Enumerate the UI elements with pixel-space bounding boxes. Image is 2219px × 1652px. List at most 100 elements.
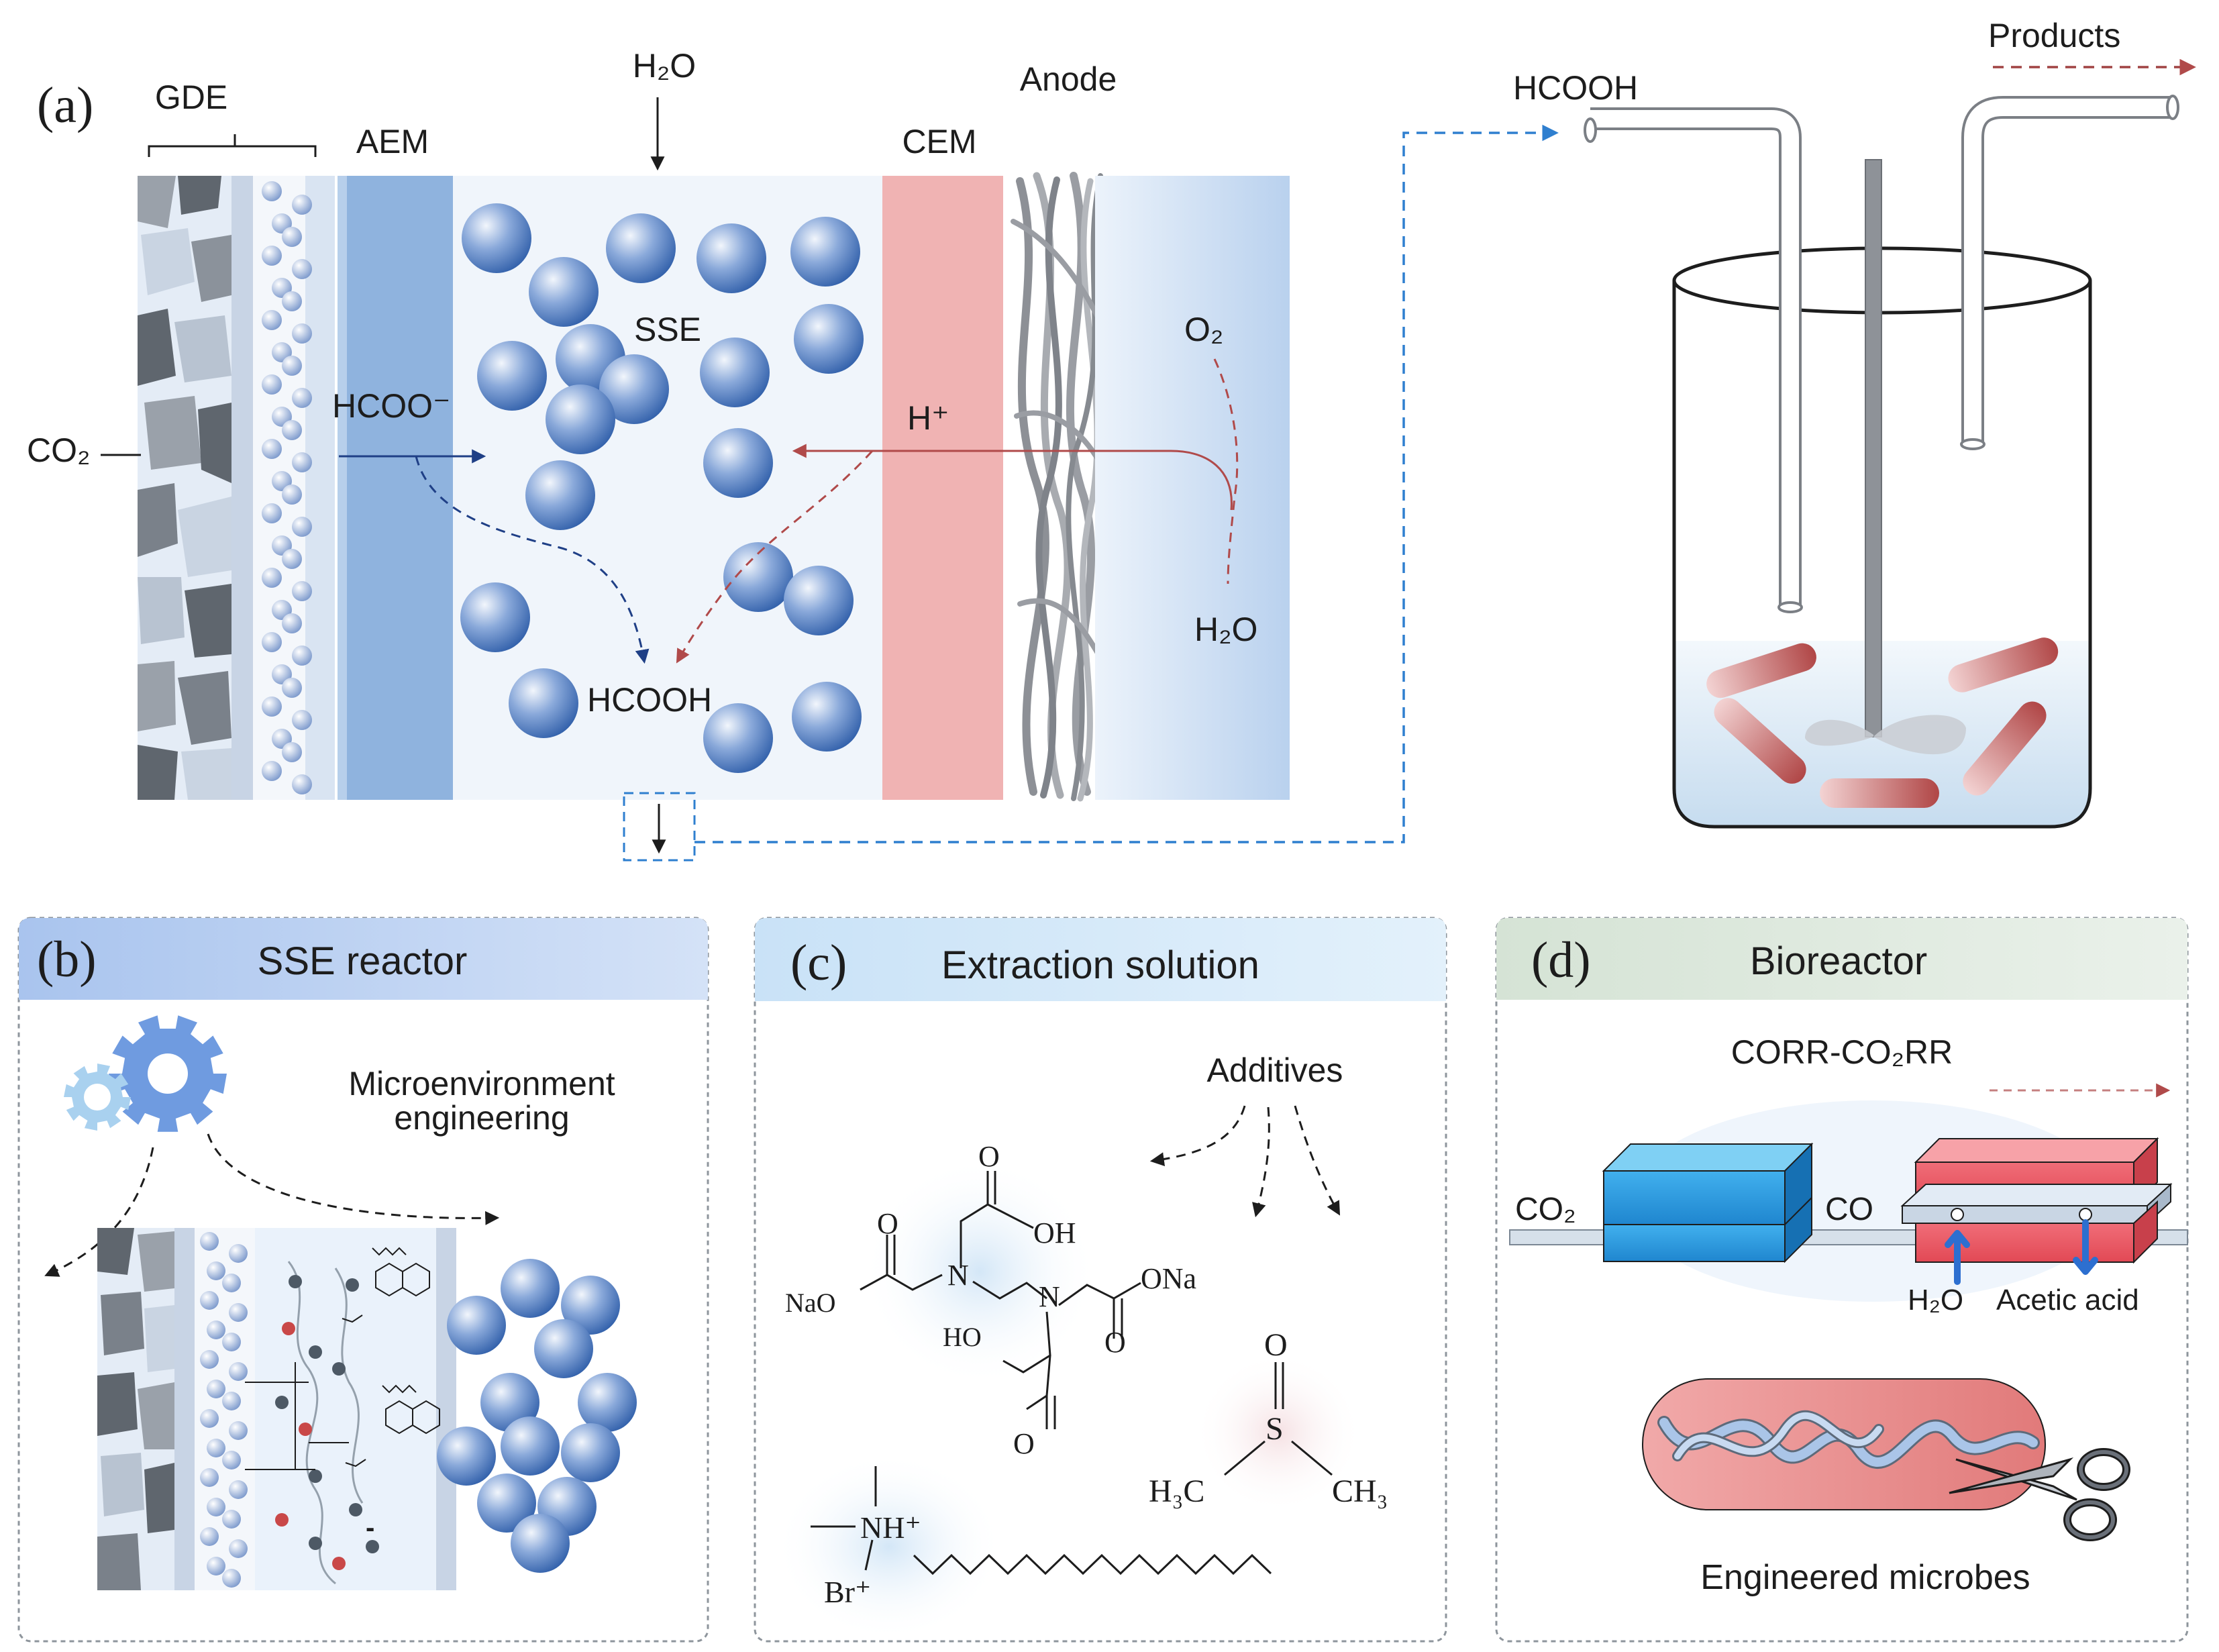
h2o-anode-label: H₂O (1194, 611, 1257, 648)
functional-group-bead (349, 1503, 362, 1516)
additive-arrow-1 (1149, 1105, 1246, 1167)
functional-group-bead (275, 1513, 289, 1527)
chem-o-3: O (1104, 1326, 1126, 1359)
catalyst-particle (222, 1510, 241, 1529)
panel-d: (d) Bioreactor CORR-CO₂RR CO₂ CO (1495, 917, 2189, 1643)
mini-reactor: - (97, 1228, 456, 1590)
sse-particle (447, 1296, 506, 1355)
edta-structure: O O O O OH ONa NaO HO N N (785, 1140, 1196, 1460)
functional-group-bead (309, 1537, 322, 1550)
products-label: Products (1988, 17, 2120, 54)
catalyst-particle (207, 1261, 225, 1280)
anode-fibers (1011, 172, 1106, 802)
gde-catalyst-particles (262, 181, 312, 794)
chem-o-dmso: O (1264, 1327, 1288, 1363)
catalyst-particle (292, 259, 312, 279)
hcooh-outlet-box (623, 792, 696, 862)
catalyst-particle (200, 1350, 219, 1369)
catalyst-particle (222, 1569, 241, 1588)
catalyst-particle (200, 1468, 219, 1487)
chem-ho: HO (943, 1322, 982, 1352)
catalyst-particle (200, 1232, 219, 1251)
chem-s: S (1266, 1411, 1284, 1447)
cem-membrane (882, 176, 1003, 800)
panel-a: (a) GDE (27, 17, 2196, 862)
panel-b-label: (b) (37, 931, 97, 988)
additives-label: Additives (1207, 1051, 1343, 1089)
co2-feed-label: CO₂ (1515, 1192, 1576, 1227)
catalyst-particle (282, 227, 302, 247)
sse-particle (784, 566, 854, 635)
panel-c-title: Extraction solution (941, 943, 1259, 987)
sse-particle (437, 1427, 496, 1486)
catalyst-particle (207, 1498, 225, 1516)
aem-membrane (338, 176, 453, 800)
microbe-rods (1706, 637, 2059, 808)
bioreactor-vessel (1584, 95, 2179, 829)
panel-b-title: SSE reactor (258, 939, 468, 983)
panel-c: (c) Extraction solution Additives O O O … (754, 917, 1447, 1643)
functional-group-bead (332, 1557, 346, 1570)
anode-region (1095, 176, 1290, 800)
chem-h3c: H₃C (1149, 1474, 1204, 1509)
catalyst-particle (292, 646, 312, 666)
catalyst-particle (207, 1557, 225, 1576)
catalyst-particle (222, 1274, 241, 1292)
co2-label: CO₂ (27, 431, 90, 469)
panel-b-header (19, 918, 708, 1000)
chem-o-1: O (877, 1207, 898, 1240)
sse-particle (460, 582, 530, 652)
sse-particle (477, 341, 547, 411)
micro-label-line1: Microenvironment (348, 1065, 615, 1102)
sse-particle (501, 1259, 560, 1318)
o2-dashed-path (1213, 358, 1239, 584)
hcoo-dashed-arrow (415, 456, 650, 664)
catalyst-particle (292, 774, 312, 794)
catalyst-particle (282, 678, 302, 698)
hcooh-inlet-label: HCOOH (1513, 69, 1638, 107)
sse-particle (546, 384, 615, 454)
chem-br: Br⁺ (824, 1575, 871, 1609)
chem-ch3: CH₃ (1332, 1474, 1388, 1509)
engineered-microbe (1642, 1378, 2046, 1510)
gear-icon (64, 1015, 227, 1132)
sse-particle (561, 1423, 620, 1482)
catalyst-particle (207, 1380, 225, 1398)
catalyst-particle (282, 613, 302, 633)
svg-text:-: - (366, 1513, 374, 1543)
sse-particle (509, 668, 578, 738)
functional-group-bead (366, 1540, 379, 1553)
catalyst-particle (222, 1451, 241, 1469)
panel-d-header (1496, 918, 2187, 1000)
chem-oh: OH (1033, 1217, 1076, 1249)
catalyst-particle (222, 1333, 241, 1351)
functional-group-bead (332, 1362, 346, 1376)
chem-n-2: N (1039, 1280, 1060, 1313)
catalyst-particle (229, 1362, 248, 1381)
gde-layer (138, 134, 335, 800)
catalyst-particle (292, 452, 312, 472)
panel-c-header (755, 918, 1446, 1001)
transfer-dashed-arrow (694, 124, 1559, 843)
catalyst-particle (282, 356, 302, 376)
micro-arrow-left (44, 1147, 154, 1277)
additive-arrow-2 (1252, 1106, 1270, 1218)
catalyst-particle (262, 568, 282, 588)
sse-particle (703, 703, 773, 773)
catalyst-particle (262, 246, 282, 266)
sse-particle (561, 1276, 620, 1335)
catalyst-particle (200, 1409, 219, 1428)
functional-group-bead (346, 1278, 359, 1292)
sse-particle (462, 203, 531, 273)
catalyst-particle (282, 420, 302, 440)
panel-d-label: (d) (1531, 932, 1591, 988)
catalyst-particle (229, 1421, 248, 1440)
sse-particle (525, 460, 595, 530)
sse-particle (696, 223, 766, 293)
sse-particle (790, 217, 860, 287)
sse-particle (792, 682, 862, 752)
chem-ona: ONa (1141, 1262, 1196, 1295)
catalyst-particle (200, 1291, 219, 1310)
catalyst-particle (282, 291, 302, 311)
